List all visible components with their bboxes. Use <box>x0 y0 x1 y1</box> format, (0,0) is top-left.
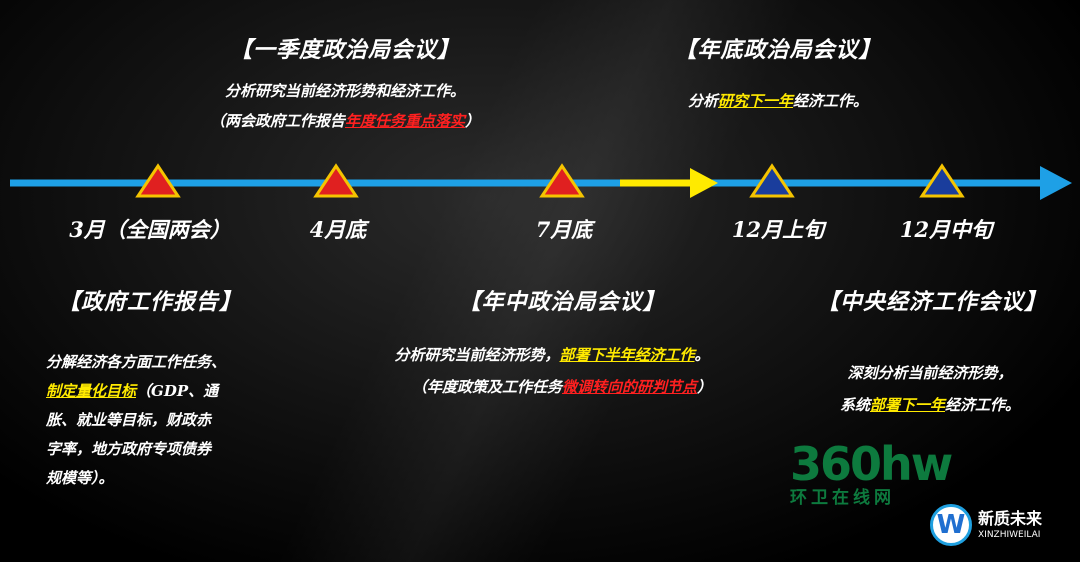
text: 胀、就业等目标，财政赤 <box>46 411 212 429</box>
timeline-label: 12月上旬 <box>731 217 825 242</box>
timeline-label: 4月底 <box>309 217 367 242</box>
event-desc: 分解经济各方面工作任务、 制定量化目标（GDP、通 胀、就业等目标，财政赤 字率… <box>46 348 226 493</box>
event-desc: 分析研究当前经济形势和经济工作。 <box>224 82 466 100</box>
text: 分解经济各方面工作任务、 <box>46 353 227 371</box>
event-title-gov-report: 【政府工作报告】 <box>58 289 243 315</box>
highlight-text: 部署下一年 <box>869 396 946 414</box>
timeline-label: 3月（全国两会） <box>69 217 231 242</box>
yellow-arrowhead <box>690 168 718 198</box>
logo-subtext: XINZHIWEILAI <box>978 530 1041 540</box>
marker-march <box>135 163 181 198</box>
timeline-label: 12月中旬 <box>899 217 993 242</box>
highlight-text: 微调转向的研判节点 <box>561 378 698 396</box>
event-title-midyear-politburo: 【年中政治局会议】 <box>458 289 666 315</box>
highlight-text: 部署下半年经济工作 <box>559 346 695 364</box>
event-title-central-econ-conf: 【中央经济工作会议】 <box>816 289 1048 315</box>
logo-text: 360hw <box>790 437 953 491</box>
highlight-text: 制定量化目标 <box>46 382 137 400</box>
watermark-360hw-logo: 360hw 环卫在线网 <box>790 437 953 508</box>
logo-subtext: 环卫在线网 <box>790 488 895 508</box>
watermark-xinzhiweilai-logo: W 新质未来 XINZHIWEILAI <box>930 504 1042 546</box>
event-desc: 深刻分析当前经济形势， <box>847 364 1013 382</box>
highlight-text: 年度任务重点落实 <box>344 112 466 130</box>
marker-april <box>313 163 359 198</box>
event-desc: 系统部署下一年经济工作。 <box>840 392 1020 418</box>
text: 字率，地方政府专项债券 <box>46 440 212 458</box>
text: （GDP、通 <box>136 382 219 400</box>
text: 经济工作。 <box>945 396 1021 414</box>
timeline-label: 7月底 <box>535 217 593 242</box>
text: （年度政策及工作任务 <box>411 378 562 396</box>
text: 规模等）。 <box>46 469 114 487</box>
marker-dec-mid <box>919 163 965 198</box>
event-title-q1-politburo: 【一季度政治局会议】 <box>229 37 461 63</box>
event-desc: （年度政策及工作任务微调转向的研判节点） <box>412 374 712 400</box>
w-logo-icon: W <box>930 504 972 546</box>
event-desc: 分析研究当前经济形势，部署下半年经济工作。 <box>394 342 709 368</box>
text: 经济工作。 <box>793 92 869 110</box>
text: 。 <box>694 346 710 364</box>
event-desc: （两会政府工作报告年度任务重点落实） <box>210 108 480 134</box>
event-title-year-end-politburo: 【年底政治局会议】 <box>674 37 882 63</box>
text: 分析 <box>687 92 718 110</box>
text: （两会政府工作报告 <box>209 112 345 130</box>
text: ） <box>697 378 713 396</box>
timeline-arrowhead <box>1040 166 1072 200</box>
logo-text: 新质未来 <box>978 509 1043 528</box>
marker-july <box>539 163 585 198</box>
marker-dec-early <box>749 163 795 198</box>
text: 系统 <box>839 396 870 414</box>
event-desc: 分析研究下一年经济工作。 <box>688 88 868 114</box>
text: ） <box>465 112 481 130</box>
text: 分析研究当前经济形势， <box>394 346 560 364</box>
highlight-text: 研究下一年 <box>717 92 794 110</box>
text-line: 制定量化目标（GDP、通 <box>46 377 226 406</box>
